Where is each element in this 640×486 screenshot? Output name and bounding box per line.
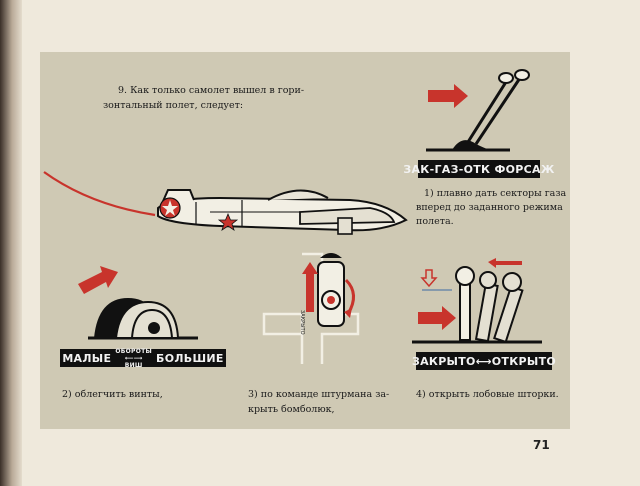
shutters-levers-icon bbox=[412, 258, 542, 344]
throttle-caption-2: вперед до заданного режима bbox=[416, 202, 563, 213]
throttle-levers-icon bbox=[426, 69, 530, 152]
shutters-caption: 4) открыть лобовые шторки. bbox=[416, 389, 559, 400]
bomb-bay-handle-icon bbox=[262, 252, 360, 364]
tail-star-icon bbox=[159, 197, 181, 219]
fuselage-star-icon bbox=[217, 212, 239, 231]
propeller-banner: МАЛЫЕ ОБОРОТЫ ⟵⟶ ВИШ БОЛЬШИЕ bbox=[60, 348, 226, 369]
bomb-bay-caption-2: крыть бомболюк, bbox=[248, 404, 335, 415]
propeller-arrow-icon bbox=[78, 266, 118, 294]
propeller-caption: 2) облегчить винты, bbox=[62, 389, 163, 400]
intro-line-1: 9. Как только самолет вышел в гори- bbox=[118, 85, 305, 96]
airplane-illustration bbox=[157, 189, 408, 235]
throttle-arrow-icon bbox=[428, 84, 468, 108]
bomb-bay-caption-1: 3) по команде штурмана за- bbox=[248, 389, 390, 400]
propeller-knobs-icon bbox=[88, 298, 198, 340]
book-spine bbox=[0, 0, 22, 486]
shutters-banner: ЗАКРЫТО⟷ОТКРЫТО bbox=[412, 352, 556, 370]
throttle-caption-3: полета. bbox=[416, 216, 454, 227]
page-number: 71 bbox=[533, 438, 550, 452]
throttle-caption-1: 1) плавно дать секторы газа bbox=[424, 188, 567, 199]
intro-line-2: зонтальный полет, следует: bbox=[103, 100, 244, 111]
bomb-bay-handle-label: ЗАКРЫТО bbox=[299, 310, 305, 335]
throttle-banner: ЗАК-ГАЗ-ОТК ФОРСАЖ bbox=[403, 160, 554, 178]
